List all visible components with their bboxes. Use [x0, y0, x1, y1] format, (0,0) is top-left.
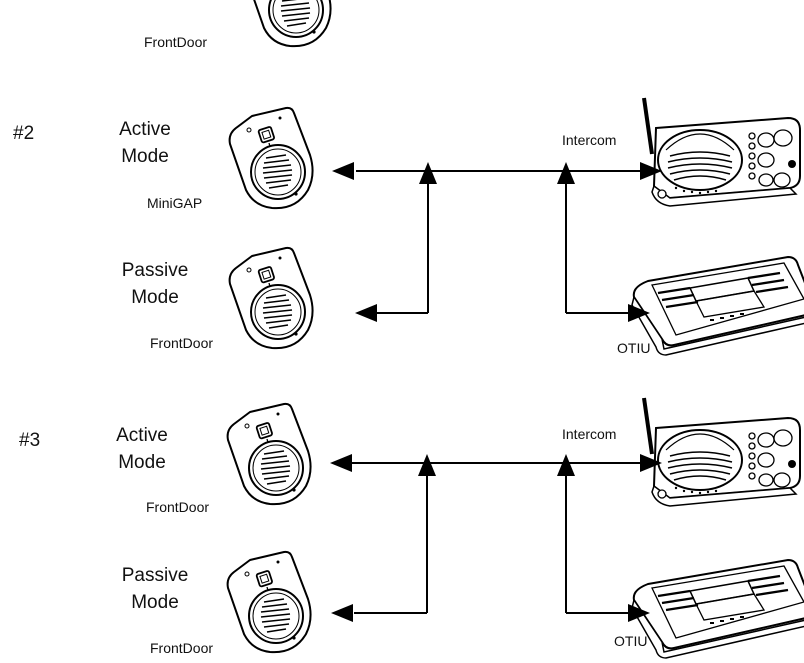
- device-label: MiniGAP: [147, 195, 203, 211]
- handset-icon: [246, 0, 332, 48]
- mode-line: Mode: [131, 286, 179, 308]
- device-label: FrontDoor: [146, 499, 210, 515]
- mode-label: Active Mode: [112, 119, 178, 168]
- connection-lines: [352, 462, 641, 614]
- otiu-label: OTIU: [614, 633, 648, 649]
- otiu-device-icon: [630, 558, 804, 660]
- diagram-number: #3: [19, 430, 41, 451]
- mode-label: Passive Mode: [110, 260, 200, 309]
- mode-label: Passive Mode: [110, 565, 200, 614]
- handset-icon: [226, 402, 312, 506]
- arrowheads: [332, 162, 662, 322]
- mode-line: Mode: [131, 591, 179, 613]
- otiu-label: OTIU: [617, 340, 651, 356]
- mode-line: Active: [116, 425, 168, 446]
- connection-lines: [356, 170, 641, 314]
- intercom-base-icon: [642, 96, 802, 208]
- device-label: FrontDoor: [144, 34, 208, 50]
- mode-line: Mode: [118, 451, 166, 473]
- mode-line: Active: [119, 119, 171, 140]
- mode-line: Passive: [121, 565, 189, 586]
- handset-icon: [228, 246, 314, 350]
- intercom-base-icon: [642, 396, 802, 508]
- handset-icon: [226, 550, 312, 654]
- mode-line: Mode: [121, 145, 169, 167]
- intercom-label: Intercom: [562, 426, 617, 442]
- device-label: FrontDoor: [150, 640, 214, 656]
- device-label: FrontDoor: [150, 335, 214, 351]
- arrowheads: [330, 454, 662, 622]
- diagram-number: #2: [13, 123, 35, 144]
- mode-line: Passive: [121, 260, 189, 281]
- mode-label: Active Mode: [106, 425, 178, 474]
- intercom-label: Intercom: [562, 132, 617, 148]
- otiu-device-icon: [630, 255, 804, 357]
- handset-icon: [228, 106, 314, 210]
